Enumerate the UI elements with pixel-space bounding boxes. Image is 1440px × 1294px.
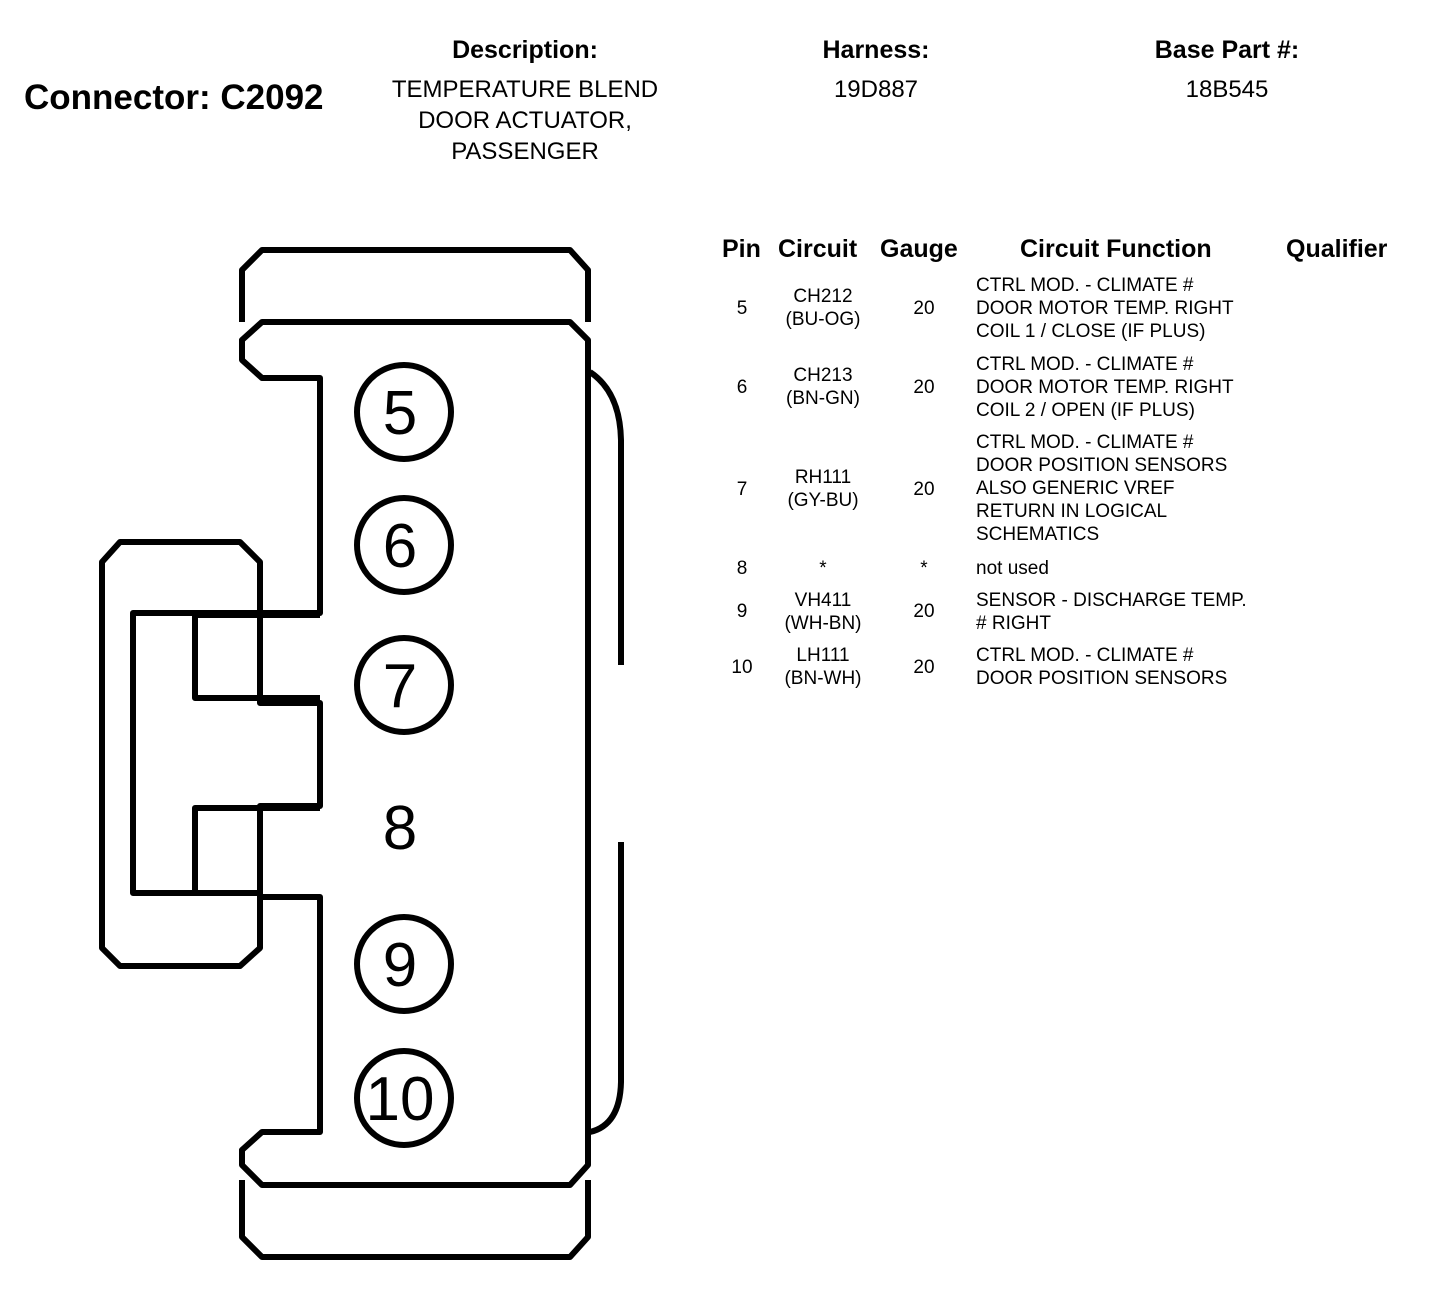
pin-number-8: 8 xyxy=(383,794,417,863)
row-gauge: * xyxy=(920,558,928,579)
pin-number-7: 7 xyxy=(383,652,417,721)
pin-circle-10 xyxy=(354,1048,454,1148)
function-line: SCHEMATICS xyxy=(976,524,1100,545)
connector-diagram: 5 6 7 8 9 10 xyxy=(99,247,624,1260)
row-function: CTRL MOD. - CLIMATE # DOOR POSITION SENS… xyxy=(976,644,1306,690)
description-line: PASSENGER xyxy=(451,138,599,165)
description-line: TEMPERATURE BLEND xyxy=(391,76,659,103)
row-function: CTRL MOD. - CLIMATE # DOOR MOTOR TEMP. R… xyxy=(976,353,1306,422)
pin-circle-5 xyxy=(354,362,454,462)
pin-number-5: 5 xyxy=(383,379,417,448)
latch-slot-lower xyxy=(192,805,320,893)
function-line: # RIGHT xyxy=(976,613,1051,634)
connector-top-cap xyxy=(239,247,591,322)
row-pin: 5 xyxy=(736,298,748,319)
row-gauge: 20 xyxy=(913,657,935,678)
connector-title: Connector: C2092 xyxy=(24,78,324,117)
pin-circle-6 xyxy=(354,495,454,595)
row-function: CTRL MOD. - CLIMATE # DOOR MOTOR TEMP. R… xyxy=(976,274,1306,343)
function-line: DOOR POSITION SENSORS xyxy=(976,668,1228,689)
latch-slot-upper xyxy=(192,612,320,701)
col-header-pin: Pin xyxy=(722,235,761,263)
latch-outer xyxy=(99,539,263,969)
harness-value: 19D887 xyxy=(833,76,919,103)
function-line: COIL 1 / CLOSE (IF PLUS) xyxy=(976,321,1206,342)
function-line: SENSOR - DISCHARGE TEMP. xyxy=(976,590,1247,611)
circuit-color: (BU-OG) xyxy=(785,309,861,330)
function-line: CTRL MOD. - CLIMATE # xyxy=(976,645,1194,666)
right-rail-upper xyxy=(588,369,624,665)
function-line: DOOR MOTOR TEMP. RIGHT xyxy=(976,377,1234,398)
function-line: not used xyxy=(976,558,1049,579)
row-function: CTRL MOD. - CLIMATE # DOOR POSITION SENS… xyxy=(976,431,1306,546)
circuit-id: CH213 xyxy=(793,365,853,386)
col-header-circuit: Circuit xyxy=(778,235,858,263)
row-gauge: 20 xyxy=(913,601,935,622)
function-line: CTRL MOD. - CLIMATE # xyxy=(976,432,1194,453)
base-part-value: 18B545 xyxy=(1185,76,1269,103)
row-gauge: 20 xyxy=(913,298,935,319)
row-pin: 7 xyxy=(736,479,748,500)
row-circuit: * xyxy=(770,557,876,580)
col-header-function: Circuit Function xyxy=(1020,235,1212,263)
connector-bottom-cap xyxy=(239,1180,591,1260)
circuit-color: (GY-BU) xyxy=(787,490,859,511)
row-pin: 8 xyxy=(736,558,748,579)
right-rail-lower xyxy=(589,842,624,1135)
description-label: Description: xyxy=(452,36,598,64)
pin-circle-9 xyxy=(354,914,454,1014)
row-pin: 9 xyxy=(736,601,748,622)
description-line: DOOR ACTUATOR, xyxy=(418,107,632,134)
circuit-id: CH212 xyxy=(793,286,853,307)
function-line: ALSO GENERIC VREF xyxy=(976,478,1175,499)
function-line: DOOR POSITION SENSORS xyxy=(976,455,1228,476)
function-line: COIL 2 / OPEN (IF PLUS) xyxy=(976,400,1195,421)
row-pin: 6 xyxy=(736,377,748,398)
function-line: CTRL MOD. - CLIMATE # xyxy=(976,354,1194,375)
base-part-label: Base Part #: xyxy=(1154,36,1300,64)
pin-number-6: 6 xyxy=(383,512,417,581)
row-gauge: 20 xyxy=(913,377,935,398)
function-line: CTRL MOD. - CLIMATE # xyxy=(976,275,1194,296)
circuit-color: (BN-WH) xyxy=(784,668,862,689)
row-circuit: CH212 (BU-OG) xyxy=(770,285,876,331)
pin-number-9: 9 xyxy=(383,931,417,1000)
row-circuit: CH213 (BN-GN) xyxy=(770,364,876,410)
row-circuit: VH411 (WH-BN) xyxy=(770,589,876,635)
circuit-id: LH111 xyxy=(796,645,850,666)
circuit-id: * xyxy=(819,558,827,579)
row-pin: 10 xyxy=(731,657,753,678)
row-gauge: 20 xyxy=(913,479,935,500)
row-function: SENSOR - DISCHARGE TEMP. # RIGHT xyxy=(976,589,1306,635)
harness-label: Harness: xyxy=(822,36,930,64)
pin-number-10: 10 xyxy=(366,1065,435,1134)
function-line: RETURN IN LOGICAL xyxy=(976,501,1168,522)
description-value: TEMPERATURE BLEND DOOR ACTUATOR, PASSENG… xyxy=(355,74,695,167)
circuit-color: (WH-BN) xyxy=(784,613,862,634)
circuit-id: RH111 xyxy=(794,467,852,488)
row-circuit: LH111 (BN-WH) xyxy=(770,644,876,690)
col-header-gauge: Gauge xyxy=(880,235,958,263)
row-function: not used xyxy=(976,557,1306,580)
row-circuit: RH111 (GY-BU) xyxy=(770,466,876,512)
circuit-id: VH411 xyxy=(794,590,852,611)
pin-circle-7 xyxy=(354,635,454,735)
col-header-qualifier: Qualifier xyxy=(1286,235,1388,263)
function-line: DOOR MOTOR TEMP. RIGHT xyxy=(976,298,1234,319)
circuit-color: (BN-GN) xyxy=(786,388,860,409)
